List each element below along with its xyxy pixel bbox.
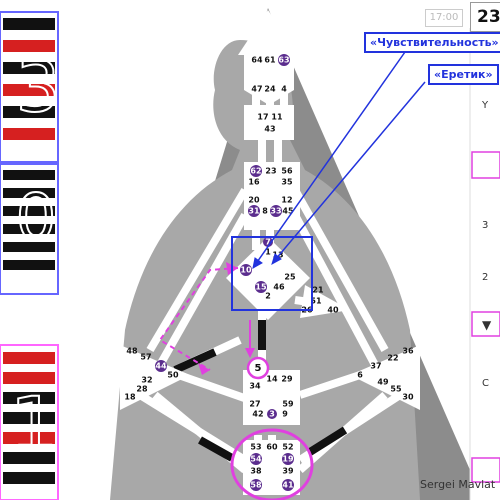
gate-8: 8 xyxy=(262,207,268,216)
gate-23: 23 xyxy=(265,167,276,176)
gate-45: 45 xyxy=(282,207,294,216)
side-marker-1: Y xyxy=(482,100,489,111)
gate-40: 40 xyxy=(327,306,339,315)
gate-61: 61 xyxy=(264,56,276,65)
hexagram-top-number: 3 xyxy=(16,46,61,128)
gate-52: 52 xyxy=(282,443,293,452)
gate-20: 20 xyxy=(248,196,260,205)
magenta-annotations: 5 xyxy=(158,262,314,500)
side-marker-4[interactable]: ▼ xyxy=(482,318,492,332)
gate-31: 31 xyxy=(248,207,260,216)
gate-12: 12 xyxy=(281,196,292,205)
gate-62: 62 xyxy=(250,167,261,176)
solar-plexus-center xyxy=(350,345,420,410)
gate-21: 21 xyxy=(312,286,324,295)
gate-14: 14 xyxy=(266,375,278,384)
right-panel xyxy=(469,28,500,500)
gate-64: 64 xyxy=(251,56,263,65)
blue-annotations xyxy=(231,51,426,311)
side-marker-5: C xyxy=(482,378,489,389)
gate-18: 18 xyxy=(124,393,136,402)
gate-4: 4 xyxy=(281,85,287,94)
gate-7: 7 xyxy=(265,238,271,247)
gate-36: 36 xyxy=(402,347,414,356)
side-marker-3: 2 xyxy=(482,272,489,283)
gate-1: 1 xyxy=(265,248,271,257)
gate-59: 59 xyxy=(282,400,294,409)
gate-42: 42 xyxy=(252,410,263,419)
time-display[interactable]: 17:00 xyxy=(425,9,463,27)
hexagram-panel-top: 3 xyxy=(0,11,61,163)
throat-center xyxy=(244,105,294,140)
gate-46: 46 xyxy=(273,283,285,292)
gate-22: 22 xyxy=(387,354,398,363)
gate-39: 39 xyxy=(282,467,294,476)
gate-15: 15 xyxy=(255,283,267,292)
spleen-center xyxy=(120,345,190,410)
gate-41: 41 xyxy=(282,481,294,490)
gate-24: 24 xyxy=(264,85,276,94)
gate-35: 35 xyxy=(281,178,293,187)
gate-29: 29 xyxy=(281,375,293,384)
gate-51: 51 xyxy=(310,297,322,306)
gate-2: 2 xyxy=(265,292,271,301)
gate-5-highlight xyxy=(246,356,270,380)
gate-50: 50 xyxy=(167,371,179,380)
gate-3: 3 xyxy=(269,410,275,419)
date-display[interactable]: 23. xyxy=(470,2,500,32)
gate-63: 63 xyxy=(278,56,289,65)
gate-17: 17 xyxy=(257,113,268,122)
g-center xyxy=(226,237,310,320)
ajna-center xyxy=(244,55,294,105)
gate-55: 55 xyxy=(390,385,402,394)
gate-37: 37 xyxy=(370,362,381,371)
gate-6: 6 xyxy=(357,371,363,380)
gate-57: 57 xyxy=(140,353,151,362)
gate-5: 5 xyxy=(255,363,262,374)
gate-9: 9 xyxy=(282,410,288,419)
side-marker-2: 3 xyxy=(482,220,489,231)
gate-44: 44 xyxy=(155,362,167,371)
gate-11: 11 xyxy=(271,113,283,122)
gate-10: 10 xyxy=(240,266,252,275)
callout-sensitivity: «Чувствительность» xyxy=(364,32,500,53)
gate-13: 13 xyxy=(272,251,283,260)
gate-60: 60 xyxy=(266,443,278,452)
gate-48: 48 xyxy=(126,347,138,356)
hexagram-middle-number: 0 xyxy=(16,182,57,256)
gate-27: 27 xyxy=(249,400,260,409)
gate-49: 49 xyxy=(377,378,389,387)
gate-43: 43 xyxy=(264,125,275,134)
head-center xyxy=(238,10,298,55)
gate-56: 56 xyxy=(281,167,293,176)
gate-53: 53 xyxy=(250,443,261,452)
gate-47: 47 xyxy=(251,85,262,94)
gate-19: 19 xyxy=(282,455,294,464)
gate-34: 34 xyxy=(249,382,261,391)
gate-58: 58 xyxy=(250,481,262,490)
gate-16: 16 xyxy=(248,178,260,187)
hexagram-panel-bottom: 1 xyxy=(0,344,59,500)
gate-38: 38 xyxy=(250,467,262,476)
gate-28: 28 xyxy=(136,385,148,394)
author-credit: Sergei Mavlat xyxy=(420,478,496,491)
root-highlight xyxy=(230,428,314,500)
hexagram-panel-middle: 0 xyxy=(0,163,59,295)
gate-54: 54 xyxy=(250,455,262,464)
gate-25: 25 xyxy=(284,273,296,282)
gate-labels: 64 61 63 47 24 4 17 11 43 62 23 56 16 35… xyxy=(124,54,414,491)
gate-33: 33 xyxy=(270,207,281,216)
gate-30: 30 xyxy=(402,393,414,402)
hexagram-bottom-number: 1 xyxy=(10,380,58,469)
g-center-highlight-box xyxy=(231,236,313,311)
callout-heretic: «Еретик» xyxy=(428,64,499,85)
gate-32: 32 xyxy=(141,376,152,385)
